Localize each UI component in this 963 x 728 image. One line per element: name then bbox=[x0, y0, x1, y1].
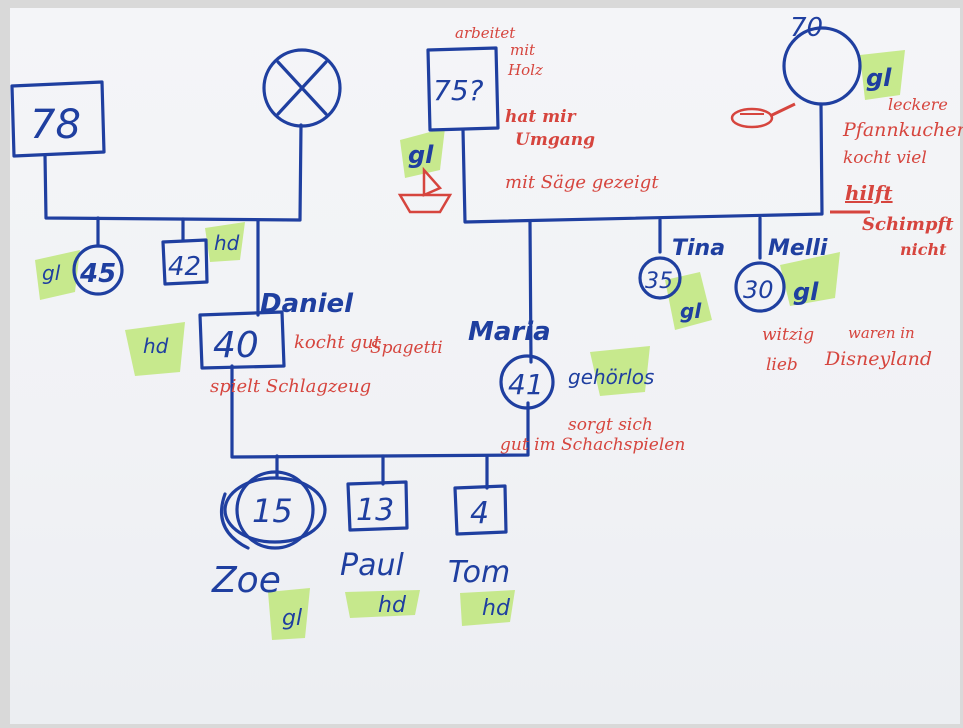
svg-text:waren in: waren in bbox=[848, 324, 915, 342]
daniel-symbol: Daniel 40 hd kocht gut Spagetti spielt S… bbox=[143, 289, 443, 397]
svg-text:Disneyland: Disneyland bbox=[824, 348, 932, 370]
svg-text:41: 41 bbox=[508, 368, 544, 401]
svg-text:gl: gl bbox=[282, 606, 302, 631]
svg-text:Schimpft: Schimpft bbox=[862, 214, 954, 235]
svg-text:lieb: lieb bbox=[766, 355, 798, 375]
svg-text:arbeitet: arbeitet bbox=[455, 24, 516, 42]
svg-text:Zoe: Zoe bbox=[211, 560, 281, 601]
svg-text:hilft: hilft bbox=[845, 181, 893, 205]
svg-text:kocht gut: kocht gut bbox=[294, 332, 381, 353]
svg-text:Maria: Maria bbox=[468, 317, 551, 347]
svg-text:40: 40 bbox=[213, 325, 259, 366]
svg-text:4: 4 bbox=[470, 496, 489, 531]
svg-text:30: 30 bbox=[743, 276, 774, 304]
grandfather-left-symbol: 78 bbox=[12, 82, 104, 156]
svg-text:hd: hd bbox=[378, 593, 407, 618]
svg-text:78: 78 bbox=[30, 102, 81, 148]
svg-text:45: 45 bbox=[79, 259, 116, 289]
svg-text:Spagetti: Spagetti bbox=[370, 338, 443, 358]
svg-text:Paul: Paul bbox=[340, 548, 404, 583]
svg-text:Holz: Holz bbox=[507, 61, 543, 79]
svg-text:hd: hd bbox=[214, 231, 240, 255]
svg-text:witzig: witzig bbox=[762, 325, 814, 345]
svg-text:leckere: leckere bbox=[888, 95, 948, 114]
svg-text:sorgt sich: sorgt sich bbox=[568, 415, 653, 435]
svg-text:75?: 75? bbox=[433, 74, 484, 107]
svg-text:mit: mit bbox=[510, 41, 536, 59]
grandfather-right-symbol: 75? gl arbeitet mit Holz hat mir Umgang … bbox=[400, 24, 659, 212]
svg-text:gl: gl bbox=[793, 278, 819, 306]
svg-text:42: 42 bbox=[168, 252, 201, 282]
grandmother-left-deceased-symbol bbox=[264, 50, 340, 126]
maria-symbol: Maria 41 gehörlos sorgt sich gut im Scha… bbox=[468, 317, 685, 455]
svg-text:Melli: Melli bbox=[768, 236, 828, 261]
grandmother-right-symbol: 70 gl leckere Pfannkuchen kocht viel hil… bbox=[732, 13, 963, 259]
svg-text:hd: hd bbox=[143, 334, 169, 358]
svg-text:gehörlos: gehörlos bbox=[568, 365, 654, 389]
svg-text:gl: gl bbox=[42, 261, 61, 285]
svg-text:Tom: Tom bbox=[448, 555, 510, 590]
svg-text:gl: gl bbox=[866, 64, 892, 92]
svg-text:gut im Schachspielen: gut im Schachspielen bbox=[500, 435, 685, 455]
svg-text:gl: gl bbox=[680, 299, 702, 323]
svg-text:Tina: Tina bbox=[672, 236, 725, 261]
svg-text:Pfannkuchen: Pfannkuchen bbox=[842, 119, 963, 141]
svg-text:13: 13 bbox=[356, 493, 394, 528]
frying-pan-icon bbox=[732, 104, 795, 127]
svg-text:nicht: nicht bbox=[900, 240, 947, 259]
svg-text:gl: gl bbox=[408, 141, 434, 169]
svg-text:spielt Schlagzeug: spielt Schlagzeug bbox=[210, 376, 371, 397]
svg-text:hat mir: hat mir bbox=[505, 107, 577, 127]
svg-text:35: 35 bbox=[645, 269, 673, 294]
svg-text:Umgang: Umgang bbox=[515, 130, 595, 150]
svg-text:mit Säge gezeigt: mit Säge gezeigt bbox=[505, 172, 659, 193]
svg-text:kocht viel: kocht viel bbox=[843, 148, 927, 168]
svg-text:hd: hd bbox=[482, 596, 511, 621]
svg-text:15: 15 bbox=[252, 492, 293, 530]
svg-text:Daniel: Daniel bbox=[260, 289, 354, 319]
